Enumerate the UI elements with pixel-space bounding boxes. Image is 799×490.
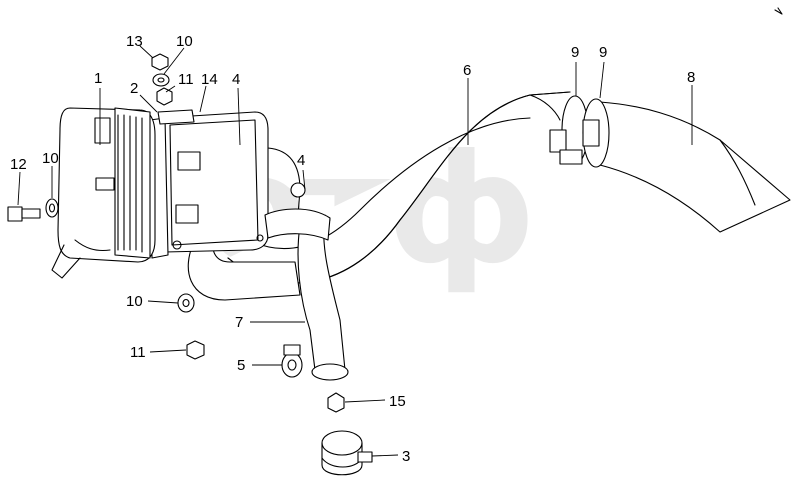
corner-mark (774, 7, 783, 15)
nut-15 (327, 392, 345, 413)
callout-11-bottom: 11 (130, 344, 146, 361)
callout-12: 12 (10, 156, 27, 173)
hose-8 (599, 101, 791, 233)
callout-2: 2 (130, 80, 138, 97)
callout-10-bottom: 10 (126, 293, 143, 310)
callout-4-housing: 4 (232, 71, 240, 88)
nut-11-top (156, 87, 173, 106)
callout-4-pipe: 4 (297, 152, 305, 169)
callout-15: 15 (389, 393, 406, 410)
callout-9-left: 9 (571, 44, 579, 61)
nut-11-bottom (186, 340, 205, 360)
callouts: 1 2 3 4 4 5 6 7 8 9 9 10 10 10 11 11 12 … (10, 33, 695, 465)
washer-10-left (45, 198, 59, 218)
callout-8: 8 (687, 69, 695, 86)
cap-3 (321, 430, 373, 476)
bolt-12 (7, 206, 41, 222)
clamp-5 (281, 344, 303, 378)
leader-lines (17, 45, 693, 457)
filter-housing-1 (51, 107, 156, 279)
callout-10-top: 10 (176, 33, 193, 50)
clamps-9 (549, 95, 610, 168)
washer-10-top (152, 73, 170, 87)
nut-13 (151, 53, 169, 71)
washer-10-bottom (177, 293, 195, 313)
callout-9-right: 9 (599, 44, 607, 61)
callout-6: 6 (463, 62, 471, 79)
callout-5: 5 (237, 357, 245, 374)
callout-3: 3 (402, 448, 410, 465)
callout-11-top: 11 (178, 71, 194, 88)
pipe-6 (227, 91, 571, 284)
housing-4 (159, 111, 331, 253)
callout-10-left: 10 (42, 150, 59, 167)
callout-1: 1 (94, 70, 102, 87)
callout-14: 14 (201, 71, 218, 88)
callout-13: 13 (126, 33, 143, 50)
callout-7: 7 (235, 314, 243, 331)
